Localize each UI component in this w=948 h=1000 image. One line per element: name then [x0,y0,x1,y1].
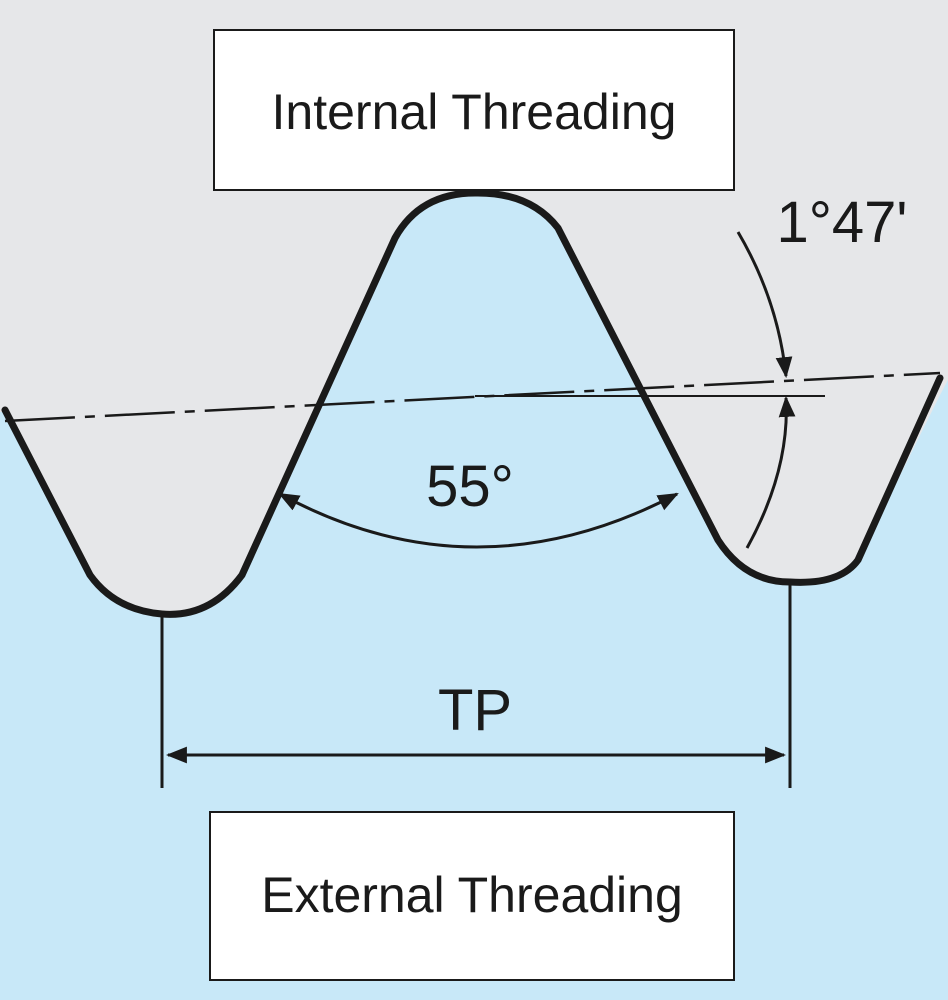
included-angle-arc [278,492,679,549]
taper-angle-label: 1°47' [776,190,907,255]
pitch-label: TP [438,678,512,743]
external-threading-label: External Threading [261,867,683,923]
taper-angle-arc-lower [745,395,796,549]
thread-profile-outline [1,189,944,618]
internal-threading-box [213,29,735,191]
external-threading-box [209,811,735,981]
pitch-line [4,371,941,423]
taper-angle-arc-upper [736,231,793,379]
internal-threading-label: Internal Threading [272,84,677,140]
included-angle-label: 55° [426,454,514,519]
